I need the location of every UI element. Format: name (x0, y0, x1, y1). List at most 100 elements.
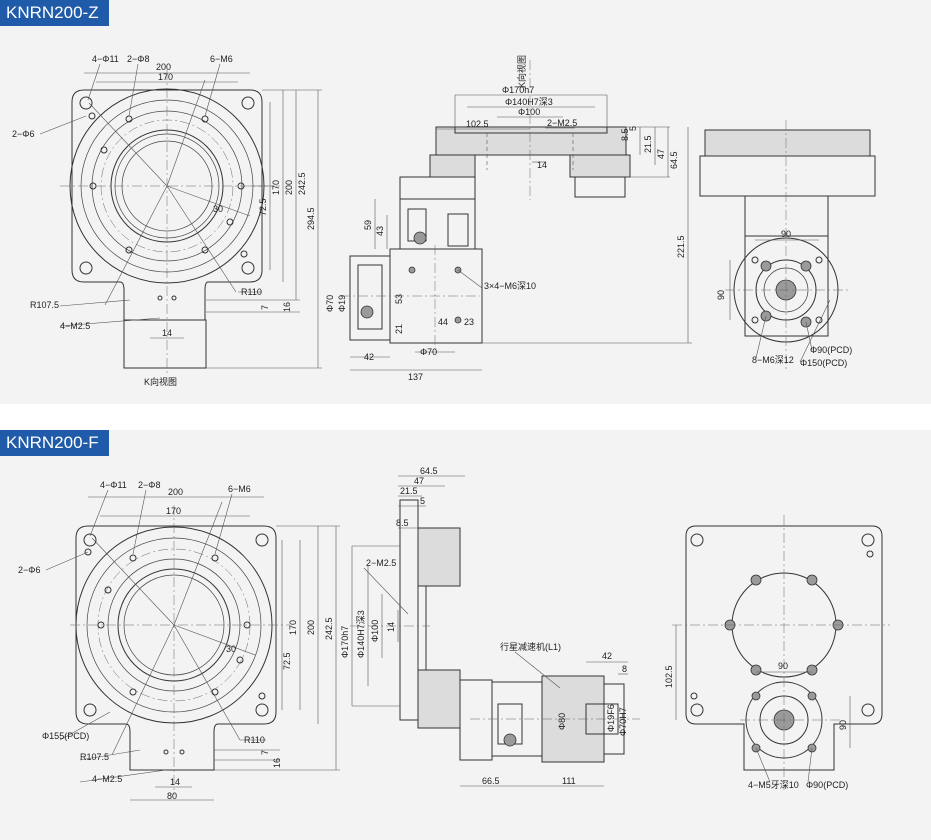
label-4-phi11: 4−Φ11 (92, 54, 119, 64)
dim-200: 200 (168, 487, 183, 497)
dim-294-5: 294.5 (306, 207, 316, 230)
dim-47: 47 (414, 476, 424, 486)
dim-72-5: 72.5 (258, 198, 268, 216)
dim-14: 14 (162, 328, 172, 338)
dim-phi80: Φ80 (557, 713, 567, 730)
dim-59: 59 (363, 220, 373, 230)
model-title: KNRN200-F (0, 430, 109, 456)
dim-221-5: 221.5 (676, 235, 686, 258)
dim-30: 30 (213, 204, 223, 214)
model-title: KNRN200-Z (0, 0, 109, 26)
dim-phi170h7: Φ170h7 (502, 85, 534, 95)
dim-16: 16 (272, 758, 282, 768)
label-2-phi6: 2−Φ6 (18, 565, 40, 575)
label-2-phi6: 2−Φ6 (12, 129, 34, 139)
dim-14: 14 (170, 777, 180, 787)
dim-v170: 170 (288, 620, 298, 635)
right-view: 102.5 90 90 4−M5牙深10 Φ90(PCD) (664, 515, 890, 790)
dim-90-v: 90 (716, 290, 726, 300)
dim-7: 7 (260, 305, 270, 310)
panel-knrn200-f: KNRN200-F (0, 430, 931, 840)
dim-23: 23 (464, 317, 474, 327)
dim-14b: 14 (386, 622, 396, 632)
label-8-m6-deep12: 8−M6深12 (752, 355, 794, 365)
dim-42: 42 (602, 651, 612, 661)
label-planetary-reducer: 行星减速机(L1) (500, 641, 561, 652)
dim-phi100: Φ100 (518, 107, 540, 117)
dim-v200: 200 (284, 180, 294, 195)
dim-242-5: 242.5 (324, 617, 334, 640)
front-view: 200 170 4−Φ11 2−Φ8 6−M6 2−Φ6 30 72.5 170… (12, 54, 322, 387)
dim-21-5: 21.5 (643, 135, 653, 153)
dim-14b: 14 (537, 160, 547, 170)
label-r110: R110 (241, 287, 262, 297)
dim-90-v: 90 (838, 720, 848, 730)
panel-knrn200-z: KNRN200-Z (0, 0, 931, 404)
dim-8: 8 (622, 664, 627, 674)
label-4-m5-deep10: 4−M5牙深10 (748, 780, 799, 790)
label-m6-deep10: 3×4−M6深10 (484, 281, 536, 291)
label-2-m2-5: 2−M2.5 (366, 558, 396, 568)
dim-53: 53 (394, 294, 404, 304)
dim-30: 30 (226, 644, 236, 654)
dim-90: 90 (778, 661, 788, 671)
label-4-phi11: 4−Φ11 (100, 480, 127, 490)
dim-72-5: 72.5 (282, 652, 292, 670)
dim-102-5: 102.5 (664, 665, 674, 688)
dim-66-5: 66.5 (482, 776, 500, 786)
label-phi155-pcd: Φ155(PCD) (42, 731, 89, 741)
dim-44: 44 (438, 317, 448, 327)
label-2-phi8: 2−Φ8 (138, 480, 160, 490)
dim-137: 137 (408, 372, 423, 382)
mounting-holes (79, 96, 255, 301)
dim-phi140: Φ140H7深3 (505, 97, 553, 107)
label-r107-5: R107.5 (80, 752, 109, 762)
dim-phi19f6: Φ19F6 (606, 704, 616, 732)
label-phi90-pcd: Φ90(PCD) (810, 345, 852, 355)
label-k-view: K向视图 (144, 376, 177, 387)
dim-64-5: 64.5 (420, 466, 438, 476)
label-phi150-pcd: Φ150(PCD) (800, 358, 847, 368)
dim-242-5: 242.5 (297, 172, 307, 195)
dim-5: 5 (420, 496, 425, 506)
label-2-phi8: 2−Φ8 (127, 54, 149, 64)
dim-16: 16 (282, 302, 292, 312)
dim-phi100: Φ100 (370, 620, 380, 642)
dim-170: 170 (166, 506, 181, 516)
label-phi90-pcd: Φ90(PCD) (806, 780, 848, 790)
label-r110: R110 (244, 735, 265, 745)
dim-5: 5 (628, 126, 638, 131)
dim-80: 80 (167, 791, 177, 801)
dim-200: 200 (156, 62, 171, 72)
label-4-m2-5: 4−M2.5 (92, 774, 122, 784)
label-r107-5: R107.5 (30, 300, 59, 310)
drawing-knrn200-z: 200 170 4−Φ11 2−Φ8 6−M6 2−Φ6 30 72.5 170… (12, 54, 876, 387)
dim-phi70b: Φ70 (420, 347, 437, 357)
dim-phi19: Φ19 (337, 295, 347, 312)
dim-phi170h7: Φ170h7 (340, 626, 350, 658)
dim-phi70h7: Φ70H7 (618, 707, 628, 736)
dim-42: 42 (364, 352, 374, 362)
label-k-view-2: K向视图 (516, 55, 527, 88)
dim-21b: 21 (394, 324, 404, 334)
dim-21-5: 21.5 (400, 486, 418, 496)
label-2-m2-5: 2−M2.5 (547, 118, 577, 128)
label-4-m2-5: 4−M2.5 (60, 321, 90, 331)
right-view: 90 90 8−M6深12 Φ90(PCD) Φ150(PCD) (699, 120, 876, 370)
dim-111: 111 (562, 776, 576, 786)
dim-43: 43 (375, 226, 385, 236)
dim-8-5: 8.5 (620, 128, 630, 141)
label-6-m6: 6−M6 (210, 54, 233, 64)
dim-v170: 170 (271, 180, 281, 195)
dim-7: 7 (260, 750, 270, 755)
dim-47: 47 (656, 149, 666, 159)
front-view: 4−Φ11 2−Φ8 200 6−M6 170 2−Φ6 30 72.5 170… (18, 480, 340, 801)
dim-102-5: 102.5 (466, 119, 489, 129)
side-view: 64.5 47 21.5 5 8.5 2−M2.5 Φ170h7 Φ140H7深… (340, 466, 640, 787)
dim-64-5: 64.5 (669, 151, 679, 169)
dim-8-5: 8.5 (396, 518, 409, 528)
side-view: K向视图 Φ170h7 Φ140H7深3 Φ100 102.5 2−M2.5 1… (325, 55, 692, 382)
dim-v200: 200 (306, 620, 316, 635)
dim-170: 170 (158, 72, 173, 82)
mounting-holes (83, 533, 269, 755)
